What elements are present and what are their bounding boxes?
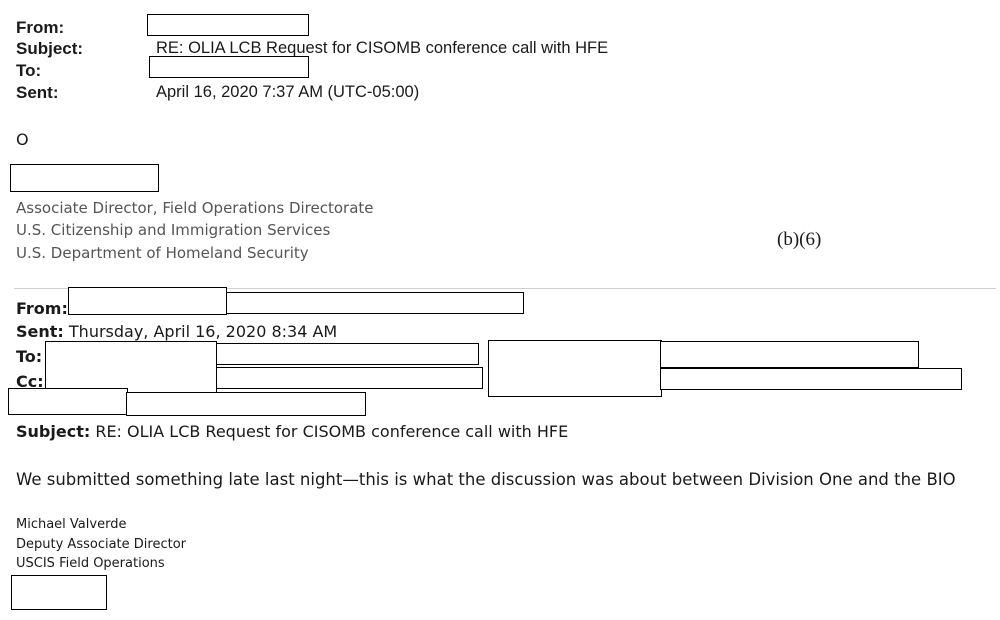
quoted-subject-value: RE: OLIA LCB Request for CISOMB conferen…	[90, 422, 569, 441]
quoted-signature-name: Michael Valverde	[16, 517, 127, 532]
subject-label: Subject:	[16, 39, 84, 58]
quoted-subject-label: Subject:	[16, 422, 91, 441]
redacted-cc-4	[126, 392, 366, 416]
redacted-quoted-from	[68, 287, 227, 315]
exemption-code: (b)(6)	[777, 229, 822, 250]
quoted-signature-title: Deputy Associate Director	[16, 537, 186, 552]
quoted-subject: Subject: RE: OLIA LCB Request for CISOMB…	[16, 422, 568, 441]
quoted-sent-value: Thursday, April 16, 2020 8:34 AM	[63, 322, 338, 341]
quoted-sent: Sent: Thursday, April 16, 2020 8:34 AM	[16, 322, 337, 341]
quoted-sent-label: Sent:	[16, 322, 64, 341]
signature-line: U.S. Citizenship and Immigration Service…	[16, 221, 331, 239]
sent-value: April 16, 2020 7:37 AM (UTC-05:00)	[156, 83, 420, 101]
quoted-cc: Cc:	[16, 372, 44, 391]
quoted-body: We submitted something late last night—t…	[16, 470, 956, 489]
sent-label: Sent:	[16, 83, 59, 102]
to-label: To:	[16, 61, 42, 80]
redacted-cc-1	[215, 367, 483, 389]
signature-line: Associate Director, Field Operations Dir…	[16, 199, 374, 217]
redacted-to-1	[215, 343, 479, 365]
redacted-quoted-from-email	[226, 292, 524, 314]
redacted-from	[147, 14, 309, 36]
quoted-cc-label: Cc:	[16, 372, 44, 391]
from-label: From:	[16, 18, 65, 37]
redacted-to-cc-block	[488, 340, 662, 397]
redacted-cc-3	[8, 388, 128, 415]
subject-value: RE: OLIA LCB Request for CISOMB conferen…	[156, 39, 609, 57]
quoted-from-label: From:	[16, 299, 68, 318]
reply-body: O	[16, 130, 29, 149]
redacted-to	[149, 56, 309, 78]
redacted-to-2	[660, 341, 919, 368]
redacted-sender-name	[10, 164, 159, 192]
quoted-from: From:	[16, 299, 68, 318]
redacted-cc-2	[660, 368, 962, 390]
quoted-to: To:	[16, 347, 42, 366]
signature-line: U.S. Department of Homeland Security	[16, 244, 309, 262]
redacted-signature-contact	[11, 575, 107, 610]
divider	[14, 288, 996, 289]
quoted-signature-org: USCIS Field Operations	[16, 556, 165, 571]
quoted-to-label: To:	[16, 347, 43, 366]
redacted-to-cc-block	[45, 341, 217, 393]
